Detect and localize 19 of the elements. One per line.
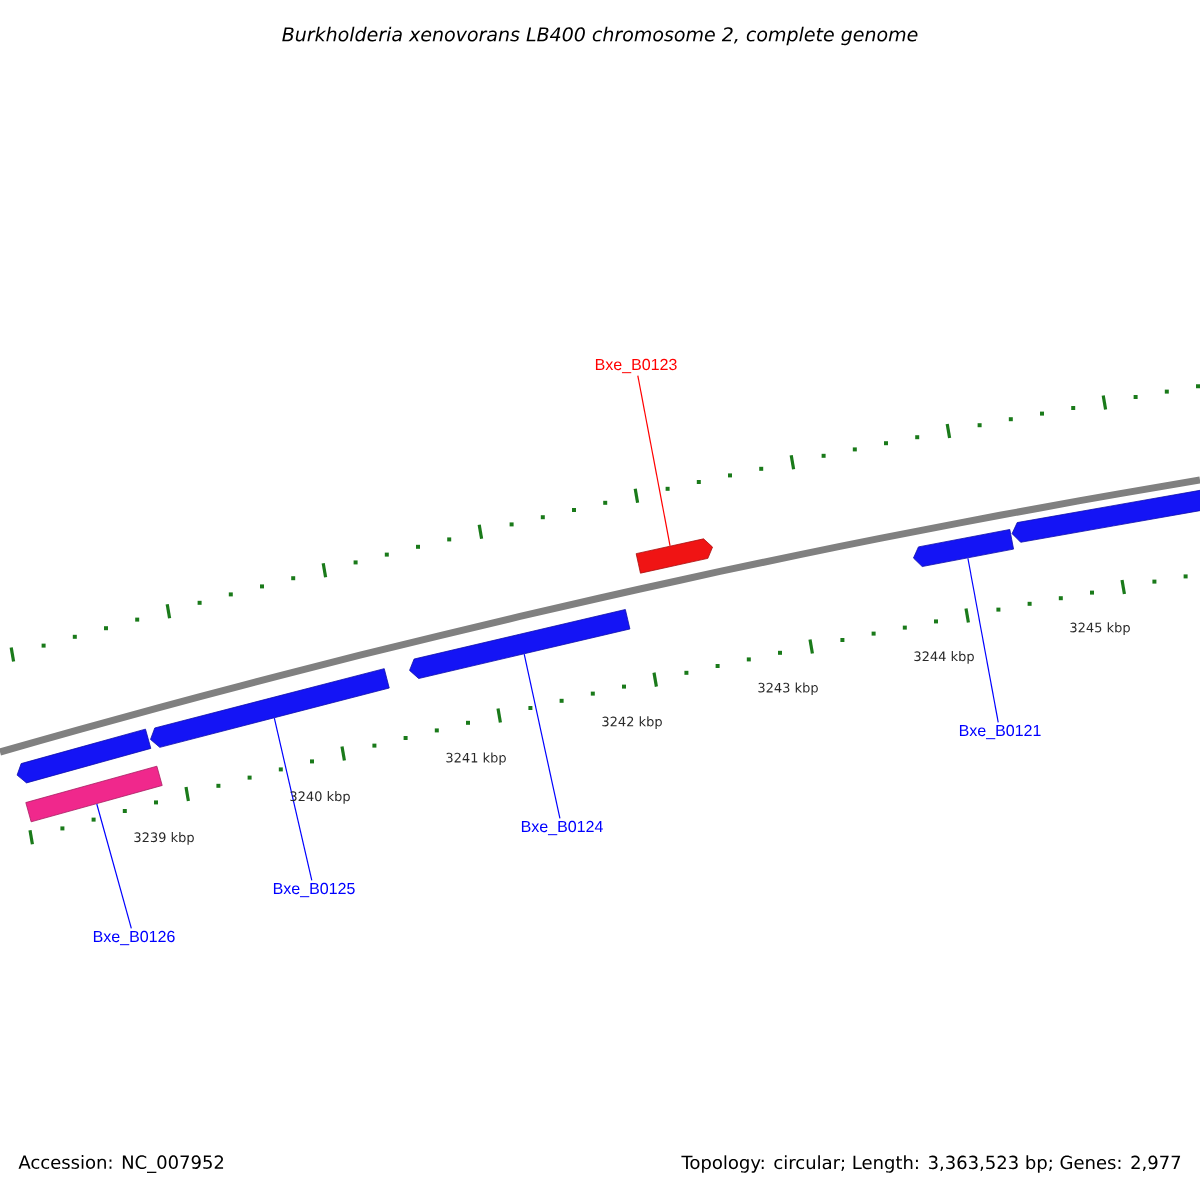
gene-feature	[913, 529, 1014, 567]
gene-label: Bxe_B0126	[93, 930, 175, 946]
footer-text: Topology: circular; Length: 3,363,523 bp; Genes: 2,977	[681, 1155, 1181, 1173]
title: Burkholderia xenovorans LB400 chromosome 2, complete genome	[282, 26, 918, 46]
gene-label: Bxe_B0125	[273, 882, 355, 898]
gene-feature	[150, 668, 390, 748]
gene-feature	[635, 538, 713, 574]
gene-label: Bxe_B0124	[521, 820, 603, 836]
footer-text: Accession: NC_007952	[18, 1155, 224, 1173]
leader-line	[523, 653, 561, 820]
gene-feature	[16, 728, 152, 784]
leader-line	[273, 717, 313, 882]
gene-bar	[25, 765, 163, 823]
leader-line	[967, 557, 999, 724]
gene-label: Bxe_B0121	[959, 724, 1041, 740]
gene-feature	[409, 609, 631, 679]
gene-feature	[1011, 489, 1200, 543]
gene-label: Bxe_B0123	[595, 358, 677, 374]
leader-line	[637, 374, 671, 547]
